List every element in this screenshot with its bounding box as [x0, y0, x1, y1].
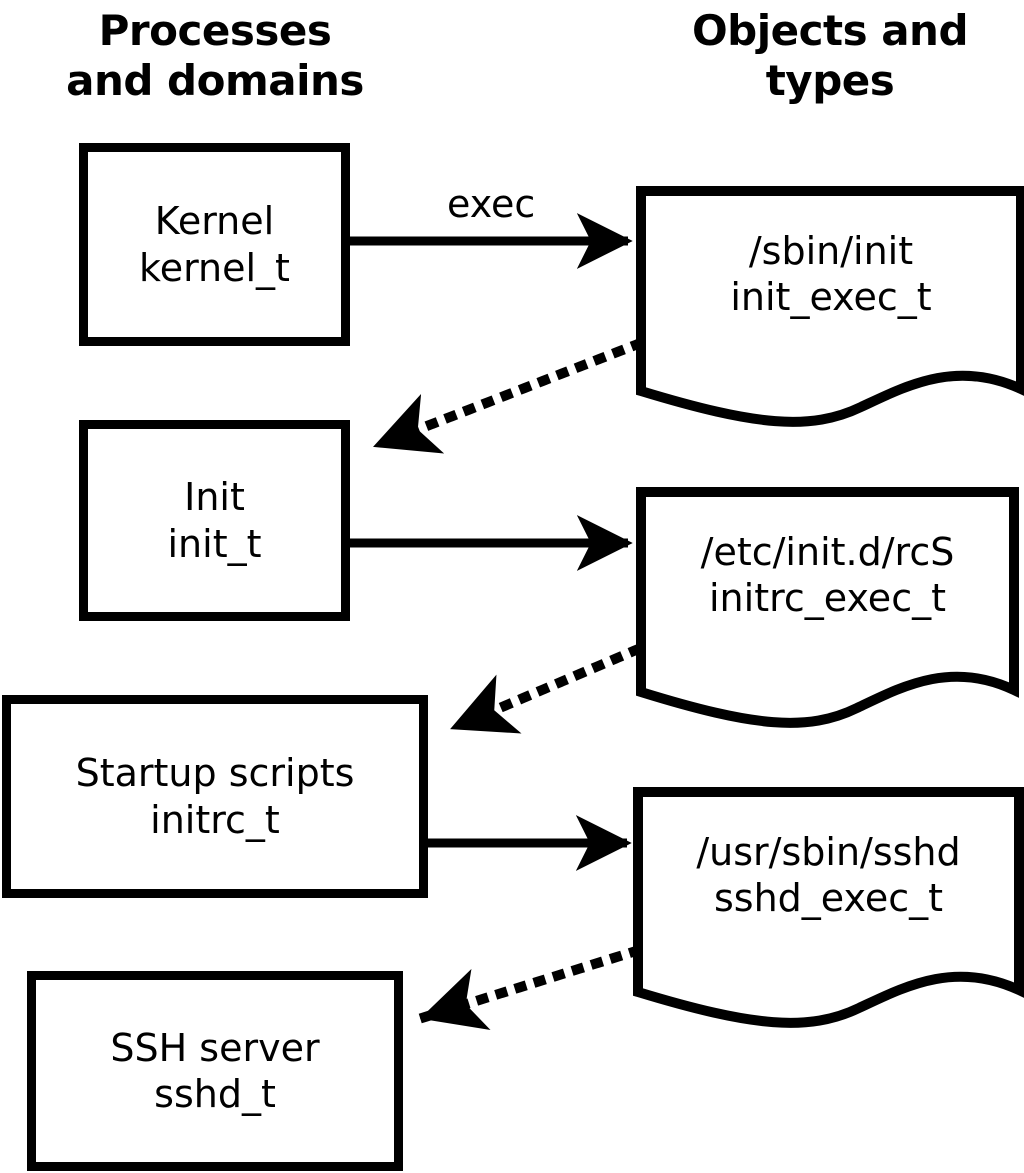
process-node-startup-scripts[interactable]: Startup scripts initrc_t	[2, 695, 428, 898]
edge-sshd-exec-to-sshd	[418, 944, 643, 1031]
edge-label-exec: exec	[447, 182, 536, 226]
process-node-ssh-server[interactable]: SSH server sshd_t	[27, 971, 403, 1171]
edge-init-exec-to-init	[371, 337, 645, 454]
column-header-processes-and-domains: Processes and domains	[66, 6, 364, 105]
process-node-kernel[interactable]: Kernel kernel_t	[79, 143, 350, 346]
edge-initrc-exec-to-initrc	[448, 643, 643, 734]
object-node-sshd-exec[interactable]: /usr/sbin/sshd sshd_exec_t	[633, 787, 1024, 1028]
column-header-objects-and-types: Objects and types	[691, 6, 969, 105]
process-node-init[interactable]: Init init_t	[79, 420, 350, 621]
object-node-initrc-exec[interactable]: /etc/init.d/rcS initrc_exec_t	[636, 487, 1019, 728]
object-node-init-exec[interactable]: /sbin/init init_exec_t	[636, 186, 1024, 427]
